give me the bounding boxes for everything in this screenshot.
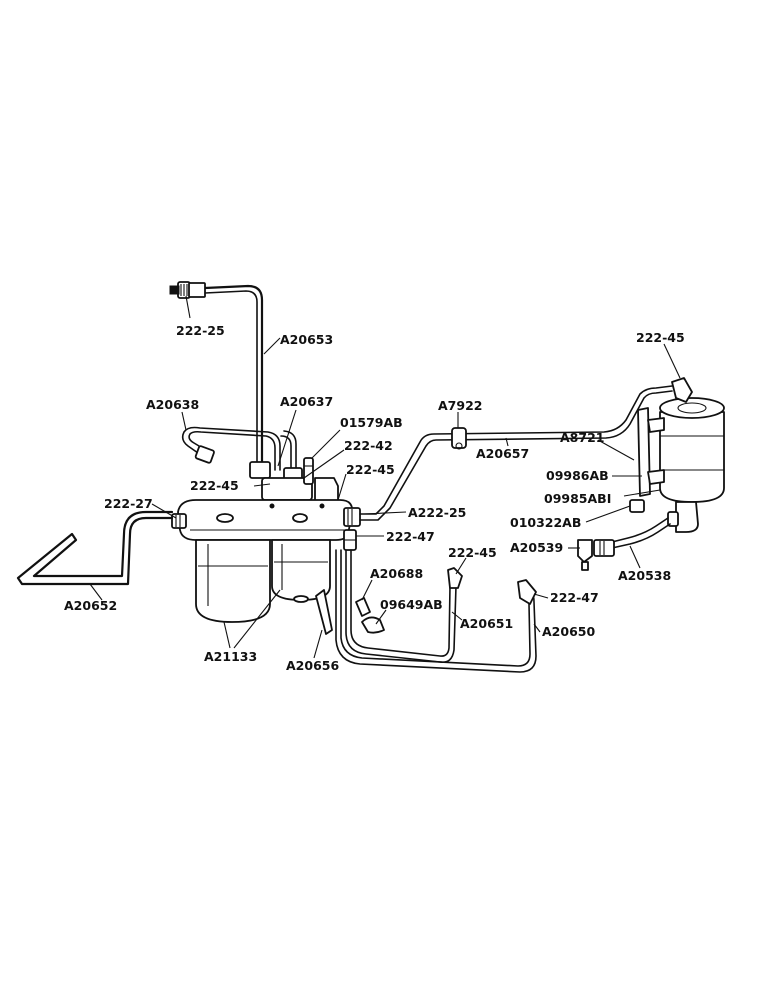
fuel-line-a20638: [181, 426, 281, 471]
label-a20637: A20637: [280, 394, 333, 409]
label-a20538: A20538: [618, 568, 671, 583]
label-a20638: A20638: [146, 397, 199, 412]
fitting-222-27: [171, 513, 187, 529]
plug-010322ab: [629, 499, 645, 513]
fuel-line-a20650: [335, 549, 537, 673]
leader-lines: [89, 295, 681, 659]
label-a20651: A20651: [460, 616, 513, 631]
clip-09649ab: [361, 616, 385, 634]
elbow-fitting-can-bottom: [667, 501, 699, 533]
label-09985ab1: 09985ABI: [544, 491, 611, 506]
fuel-line-a20538: [593, 517, 671, 557]
label-222-47-mid: 222-47: [386, 529, 435, 544]
label-222-45-left: 222-45: [190, 478, 239, 493]
label-a21133: A21133: [204, 649, 257, 664]
label-a20652: A20652: [64, 598, 117, 613]
fuel-line-a20651: [345, 549, 463, 664]
label-a20539: A20539: [510, 540, 563, 555]
part-labels: 222-25 A20653 A20638 A20637 01579AB 222-…: [64, 323, 685, 673]
label-010322ab: 010322AB: [510, 515, 581, 530]
label-222-27: 222-27: [104, 496, 153, 511]
clamp-a7922: [451, 427, 467, 450]
label-a20657: A20657: [476, 446, 529, 461]
fitting-a20539: [577, 539, 593, 571]
label-222-45-mid: 222-45: [346, 462, 395, 477]
fuel-can-a8721: [659, 377, 725, 503]
label-a8721: A8721: [560, 430, 604, 445]
label-01579ab: 01579AB: [340, 415, 403, 430]
fuel-line-a20637: [280, 430, 297, 471]
fuel-line-a20653: [203, 284, 264, 464]
label-a20650: A20650: [542, 624, 595, 639]
fuel-line-a20657: [359, 385, 673, 521]
label-09649ab: 09649AB: [380, 597, 443, 612]
fuel-line-a20652: [16, 510, 174, 586]
label-222-25-top: 222-25: [176, 323, 225, 338]
fitting-222-25-top: [169, 281, 206, 299]
label-222-42: 222-42: [344, 438, 393, 453]
label-a7922: A7922: [438, 398, 482, 413]
head-right-fittings: [343, 507, 361, 551]
fuel-filter-assembly-a21133: [177, 499, 354, 623]
label-a20653: A20653: [280, 332, 333, 347]
bracket-a8721: [637, 407, 665, 497]
label-222-45-low: 222-45: [448, 545, 497, 560]
label-222-47-right: 222-47: [550, 590, 599, 605]
filter-head-fittings: [249, 457, 339, 503]
label-a20656: A20656: [286, 658, 339, 673]
bracket-a20656: [315, 589, 333, 635]
clip-a20688: [355, 597, 371, 617]
label-a222-25: A222-25: [408, 505, 466, 520]
label-222-45-right: 222-45: [636, 330, 685, 345]
label-a20688: A20688: [370, 566, 423, 581]
label-09986ab: 09986AB: [546, 468, 609, 483]
